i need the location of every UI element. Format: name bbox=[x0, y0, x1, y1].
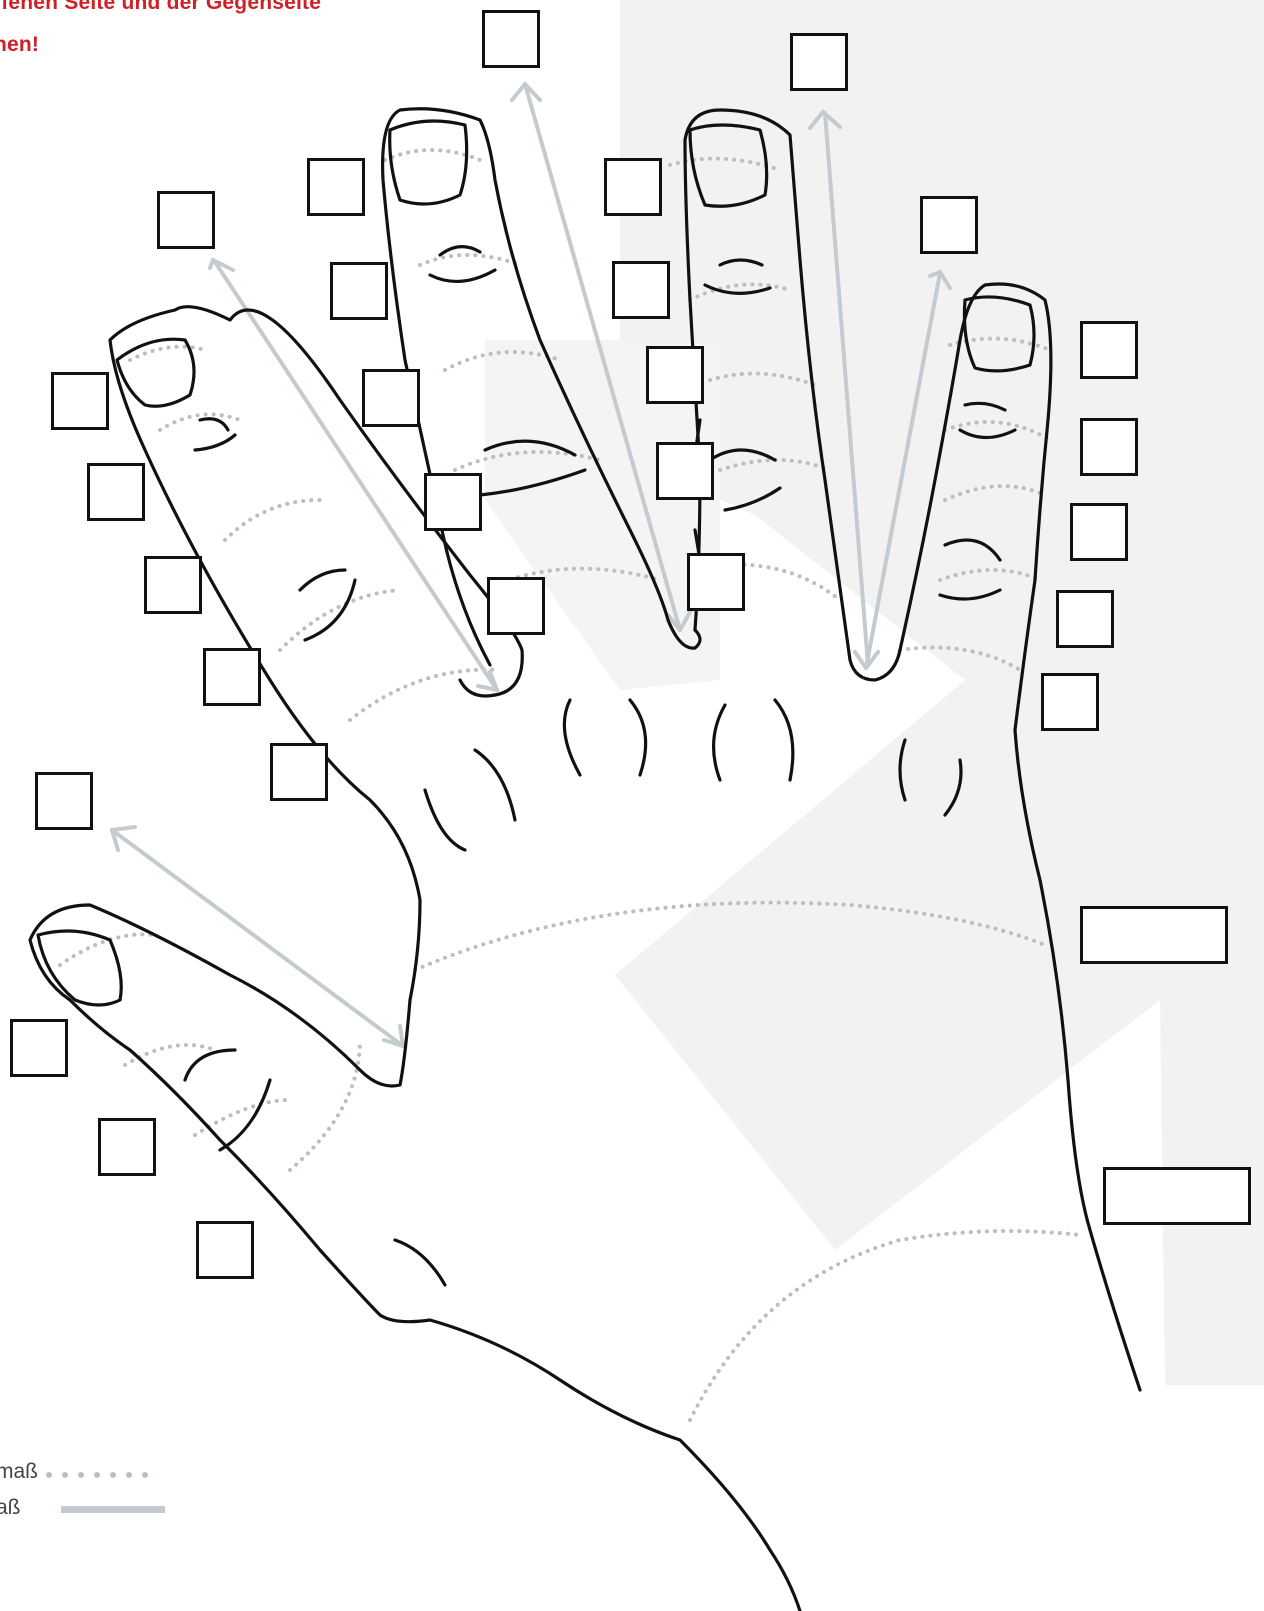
measurement-box[interactable] bbox=[196, 1221, 254, 1279]
measurement-box[interactable] bbox=[362, 369, 420, 427]
dotted-line-swatch bbox=[46, 1470, 148, 1480]
measurement-box[interactable] bbox=[98, 1118, 156, 1176]
forearm-measurement-box[interactable] bbox=[1103, 1167, 1251, 1225]
measurement-box[interactable] bbox=[35, 772, 93, 830]
measurement-box[interactable] bbox=[1080, 418, 1138, 476]
measurement-box[interactable] bbox=[612, 261, 670, 319]
measurement-box[interactable] bbox=[482, 10, 540, 68]
measurement-box[interactable] bbox=[51, 372, 109, 430]
instruction-text-line-2: hen! bbox=[0, 31, 39, 59]
measurement-box[interactable] bbox=[87, 463, 145, 521]
measurement-box[interactable] bbox=[203, 648, 261, 706]
measurement-box[interactable] bbox=[10, 1019, 68, 1077]
legend-solid: aß bbox=[0, 1494, 165, 1522]
measurement-box[interactable] bbox=[307, 158, 365, 216]
measurement-box[interactable] bbox=[270, 743, 328, 801]
measurement-box[interactable] bbox=[920, 196, 978, 254]
legend-dotted: maß bbox=[0, 1458, 148, 1486]
measurement-box[interactable] bbox=[656, 442, 714, 500]
measurement-box[interactable] bbox=[1070, 503, 1128, 561]
legend-solid-label: aß bbox=[0, 1496, 21, 1520]
measurement-box[interactable] bbox=[1080, 321, 1138, 379]
measurement-box[interactable] bbox=[330, 262, 388, 320]
wrist-measurement-box[interactable] bbox=[1080, 906, 1228, 964]
measurement-box[interactable] bbox=[1056, 590, 1114, 648]
measurement-box[interactable] bbox=[790, 33, 848, 91]
measurement-box[interactable] bbox=[687, 553, 745, 611]
instruction-text-line-1: ffenen Seite und der Gegenseite bbox=[0, 0, 321, 17]
measurement-box[interactable] bbox=[144, 556, 202, 614]
measurement-box[interactable] bbox=[1041, 673, 1099, 731]
measurement-box[interactable] bbox=[604, 158, 662, 216]
legend-dotted-label: maß bbox=[0, 1460, 38, 1484]
measurement-box[interactable] bbox=[646, 346, 704, 404]
measurement-box[interactable] bbox=[157, 191, 215, 249]
length-arrows bbox=[112, 84, 950, 1046]
solid-line-swatch bbox=[61, 1506, 165, 1513]
measurement-box[interactable] bbox=[424, 473, 482, 531]
measurement-box[interactable] bbox=[487, 577, 545, 635]
hand-contour bbox=[30, 109, 1140, 1611]
